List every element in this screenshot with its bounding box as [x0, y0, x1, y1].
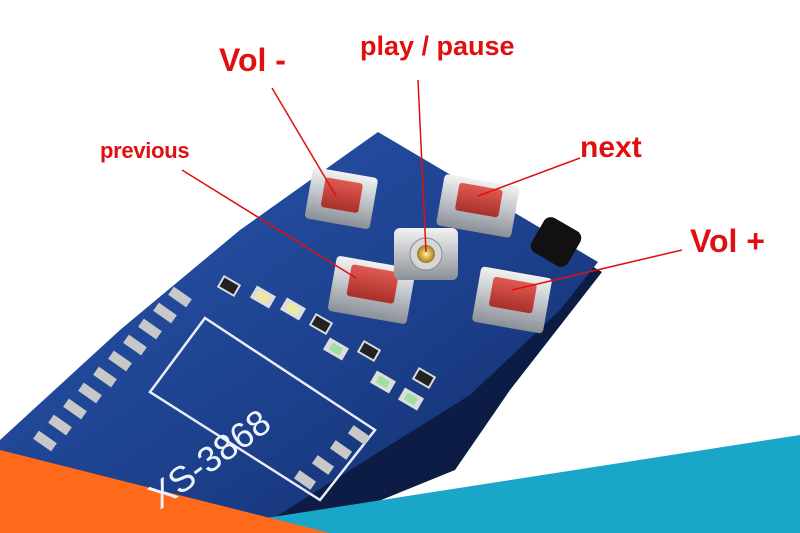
button-next: [436, 174, 520, 238]
label-vol-minus: Vol -: [219, 42, 286, 78]
edge-pads-left: [33, 286, 192, 452]
button-previous: [328, 256, 416, 324]
silkscreen-outline: [148, 316, 377, 502]
edge-pads-bottom: [293, 425, 371, 490]
smd-components: [216, 274, 437, 411]
leader-lines: [181, 79, 683, 291]
label-play-pause: play / pause: [360, 31, 515, 61]
audio-jack: [530, 217, 582, 267]
button-play-pause: [394, 228, 458, 280]
teal-band: [170, 435, 800, 533]
label-next: next: [580, 131, 642, 164]
orange-band: [0, 450, 330, 533]
label-previous: previous: [100, 138, 190, 163]
button-vol-plus: [472, 266, 552, 334]
label-vol-plus: Vol +: [690, 223, 765, 259]
button-vol-minus: [304, 167, 378, 229]
